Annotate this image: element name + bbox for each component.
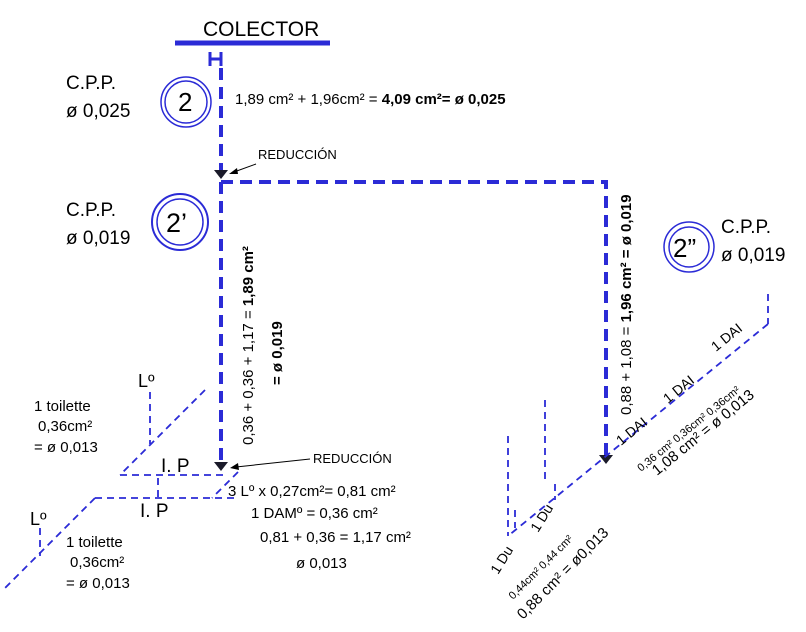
- lo-upper-label: Lº: [138, 371, 155, 391]
- ip-upper-label: I. P: [161, 456, 190, 477]
- node-2b-number: 2”: [673, 233, 696, 263]
- fixture-upper-diagonal: [119, 389, 206, 476]
- vertical-right-calc: 0,88 + 1,08 = 1,96 cm² = ø 0,019: [618, 194, 635, 415]
- dai-branch-diagonal: [507, 323, 769, 537]
- node-2b-diameter: ø 0,019: [721, 245, 785, 266]
- sum-total: 0,81 + 0,36 = 1,17 cm²: [260, 529, 411, 546]
- reduction-top-pointer: [233, 163, 257, 173]
- node-2a: 2’: [151, 193, 209, 251]
- du-1-label: 1 Du: [487, 543, 516, 577]
- toilet-lower-line1: 1 toilette: [66, 534, 123, 551]
- collector-connector-icon: [208, 52, 223, 66]
- dai-2-label: 1 DAI: [660, 372, 697, 406]
- fixture-lower-main-diagonal: [211, 471, 239, 499]
- reduction-bottom-pointer: [235, 458, 311, 468]
- toilet-upper-line3: = ø 0,013: [34, 439, 98, 456]
- ip-lower-label: I. P: [140, 501, 169, 522]
- toilet-upper-line1: 1 toilette: [34, 398, 91, 415]
- reduction-bottom-arrowhead: [214, 462, 228, 471]
- reduction-bottom-pointer-tip: [230, 463, 239, 470]
- node-2b-type: C.P.P.: [721, 217, 771, 238]
- branch-right-arrowhead: [599, 455, 613, 464]
- node-2b: 2”: [663, 221, 715, 273]
- dai-3-label: 1 DAI: [708, 320, 745, 354]
- toilet-upper-line2: 0,36cm²: [38, 418, 92, 435]
- dai-areas-label: 0,36 cm² 0,36cm² 0,36cm²: [635, 384, 743, 474]
- reduction-top-label: REDUCCIÓN: [258, 147, 337, 162]
- vertical-left-diam: = ø 0,019: [269, 321, 286, 385]
- reduction-top-arrowhead: [214, 170, 228, 179]
- fixture-lower-diagonal: [4, 497, 96, 589]
- sum-diam: ø 0,013: [296, 555, 347, 572]
- node-2-diameter: ø 0,025: [66, 101, 130, 122]
- node-2-type: C.P.P.: [66, 73, 116, 94]
- dai-1-label: 1 DAI: [613, 414, 650, 448]
- node-2a-number: 2’: [166, 208, 187, 238]
- sum-dam: 1 DAMº = 0,36 cm²: [251, 505, 378, 522]
- node-2-number: 2: [178, 87, 192, 117]
- sum-lo: 3 Lº x 0,27cm²= 0,81 cm²: [228, 483, 396, 500]
- node-2a-type: C.P.P.: [66, 200, 116, 221]
- vertical-left-calc: 0,36 + 0,36 + 1,17 = 1,89 cm²: [240, 246, 257, 445]
- du-2-label: 1 Du: [527, 501, 556, 535]
- node-2a-diameter: ø 0,019: [66, 228, 130, 249]
- toilet-lower-line3: = ø 0,013: [66, 575, 130, 592]
- collector-title: COLECTOR: [203, 18, 319, 41]
- reduction-bottom-label: REDUCCIÓN: [313, 451, 392, 466]
- toilet-lower-line2: 0,36cm²: [70, 554, 124, 571]
- pipe-branch-right: [221, 180, 608, 455]
- node-2: 2: [160, 76, 212, 128]
- reduction-top-pointer-tip: [229, 168, 238, 174]
- lo-lower-label: Lº: [30, 509, 47, 529]
- main-calc: 1,89 cm² + 1,96cm² = 4,09 cm²= ø 0,025: [235, 91, 506, 108]
